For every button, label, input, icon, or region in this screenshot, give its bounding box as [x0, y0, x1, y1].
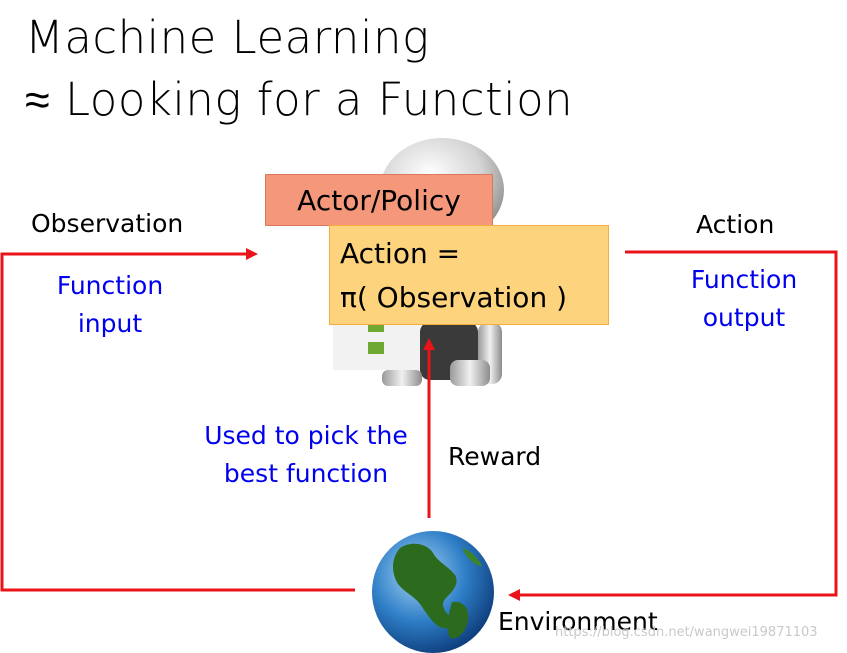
action-arrowhead — [508, 589, 520, 601]
pick-line-1: Used to pick the — [204, 421, 408, 450]
function-input-line-2: input — [77, 309, 143, 338]
action-formula-line-2: π( Observation ) — [340, 281, 568, 314]
function-output-line-1: Function — [690, 265, 798, 294]
action-formula-box: Action = π( Observation ) — [329, 225, 609, 325]
observation-label: Observation — [31, 209, 184, 238]
title-line-1: Machine Learning — [25, 11, 430, 64]
reward-arrowhead — [423, 338, 435, 350]
function-input-annotation: Function input — [40, 271, 180, 339]
action-label: Action — [696, 210, 775, 239]
pick-best-function-annotation: Used to pick the best function — [196, 421, 416, 489]
function-output-line-2: output — [702, 303, 786, 332]
observation-arrow — [0, 252, 355, 592]
pick-line-2: best function — [223, 459, 389, 488]
reward-label: Reward — [448, 442, 542, 471]
action-formula-line-1: Action = — [340, 237, 461, 270]
actor-policy-box: Actor/Policy — [265, 174, 493, 226]
arrows — [0, 250, 838, 597]
environment-label: Environment — [498, 607, 658, 636]
action-arrow — [520, 250, 838, 597]
title-line-2: ≈ Looking for a Function — [25, 73, 574, 126]
watermark: https://blog.csdn.net/wangwei19871103 — [555, 625, 818, 640]
function-output-annotation: Function output — [674, 265, 814, 333]
observation-arrowhead — [246, 248, 258, 260]
function-input-line-1: Function — [56, 271, 164, 300]
earth-globe-icon — [372, 531, 494, 653]
